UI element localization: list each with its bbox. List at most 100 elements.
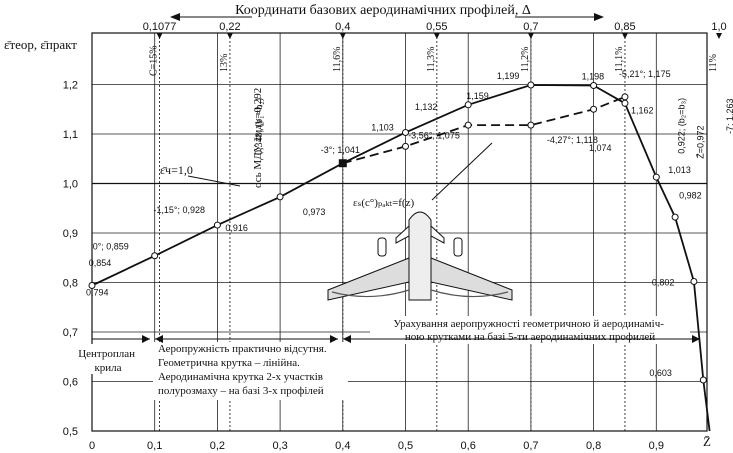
data-point [699,376,707,384]
data-point-marker-square [338,159,347,168]
section-label: 11,3% [426,47,437,72]
data-point [464,101,472,109]
section-label: 11,6% [332,47,343,72]
section-label: 11,2% [520,47,531,72]
data-point [464,121,472,129]
data-point [402,142,409,150]
data-point [88,281,96,289]
dashed-series-line [342,96,626,165]
point-label: 0,922; (b₂=b₃) [677,98,687,154]
top-tick-labels: 0,1077 0,22 0,4 0,55 0,7 0,85 1,0 [143,21,727,39]
data-point [402,129,409,137]
x-tick-label: 0,1 [147,440,162,452]
y-tick-label: 0,9 [63,228,78,240]
point-label: 0,973 [303,207,326,217]
point-label: 0°; 0,859 [93,241,129,251]
point-labels: 0,794 0°; 0,859 0,854 -1,15°; 0,928 0,916 0,9… [86,69,733,378]
point-label: 1,132 [415,102,438,112]
y-tick-label: 1,2 [63,80,78,92]
y-tick-label: 0,5 [63,426,78,438]
x-tick-label: 0,3 [272,440,287,452]
plot-frame [91,32,708,432]
top-tick-label: 0,1077 [143,21,177,33]
point-label: 0,794 [86,287,109,297]
point-label: -5,21°; 1,175 [619,69,671,79]
section-labels: C=15%13%11,6%11,3%11,2%11,1%11% [149,45,719,76]
top-tick-marker [156,33,163,39]
x-tick-label: 0,9 [649,440,664,452]
data-point [690,278,698,286]
chart-title: Координати базових аеродинамічних профіл… [235,3,531,18]
point-label: 1,199 [497,71,520,81]
note-right: Урахування аеропружності геометричною й … [393,318,666,343]
data-point [652,173,660,181]
data-points [88,81,707,384]
x-tick-label: 0,5 [398,440,413,452]
section-label: 11,1% [614,47,625,72]
section-label: 11% [708,54,719,72]
point-label: -1,15°; 0,928 [153,205,205,215]
top-tick-marker [339,33,346,39]
top-tick-marker [527,33,534,39]
x-tick-label: 0,6 [461,440,476,452]
top-tick-label: 0,4 [335,21,350,33]
data-point [621,93,629,101]
y-tick-label: 0,8 [63,278,78,290]
point-label: 1,103 [371,123,394,133]
data-point [671,213,679,221]
point-label: -3,56°; 1,075 [408,130,460,140]
data-point [621,99,629,107]
y-tick-label: 1,0 [63,179,78,191]
top-tick-label: 0,7 [523,21,538,33]
section-label: 13% [219,54,230,72]
data-point [151,252,159,260]
data-point [213,221,221,229]
top-tick-label: 0,55 [426,21,447,33]
top-tick-label: 0,85 [614,21,635,33]
data-point [527,121,535,129]
function-label: εₛ(c°)ₚₐₖₜ=f(z) [353,197,414,209]
y-axis-title: ε̄теор, ε̄практ [4,37,77,52]
data-point [527,81,535,89]
note-left: Центроплан крила [78,348,138,374]
point-label: 1,074 [589,143,612,153]
point-label: Z̄=0,972 [695,125,705,158]
title-arrows [170,13,604,21]
y-tick-label: 1,1 [63,129,78,141]
point-label: 0,603 [649,368,672,378]
x-tick-label: 0 [89,440,95,452]
span-arrows [92,335,700,343]
point-label: 0,802 [652,278,675,288]
top-tick-marker [716,33,722,39]
data-point [276,193,284,201]
x-axis-title: Z̄ [703,434,711,449]
eps-leader [187,175,241,187]
y-tick-label: 0,6 [63,377,78,389]
point-label: 1,198 [582,71,605,81]
point-label: 0,854 [89,258,112,268]
top-tick-label: 1,0 [711,21,726,33]
point-label: 0,916 [225,223,248,233]
x-tick-label: 0,4 [335,440,350,452]
point-label: 1,013 [668,165,691,175]
top-tick-label: 0,22 [219,21,240,33]
note-left-box [66,344,150,374]
func-leader [431,142,493,201]
point-label: -7; 1,263 [725,98,733,134]
x-tick-label: 0,8 [586,440,601,452]
point-label: 0,982 [679,190,702,200]
point-label: -3°; 1,041 [321,145,360,155]
y-tick-labels: 0,5 0,6 0,7 0,8 0,9 1,0 1,1 1,2 [63,80,78,439]
point-label: 1,159 [466,91,489,101]
point-label: -4,27°; 1,118 [547,135,598,145]
mdu-axis-label: ось МДУ z̄мду=0,292 [252,88,264,188]
data-point [590,81,598,89]
airplane-image [327,211,513,301]
top-tick-marker [621,33,628,39]
note-middle: Аеропружність практично відсутня. Геомет… [158,343,329,397]
top-tick-marker [433,33,440,39]
y-tick-label: 0,7 [63,327,78,339]
note-middle-box [153,342,348,400]
